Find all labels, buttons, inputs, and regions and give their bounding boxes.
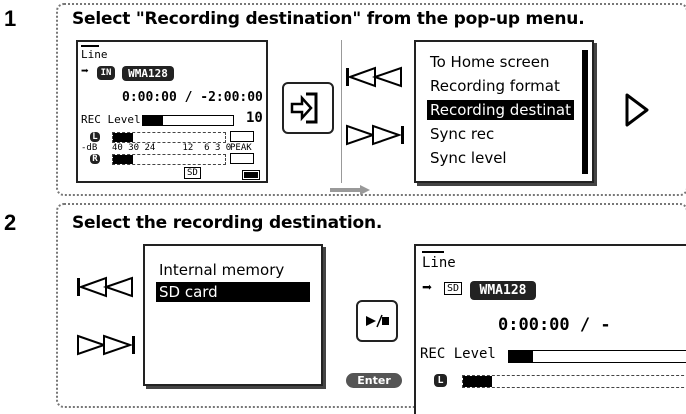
step-2-number: 2 bbox=[4, 210, 17, 235]
enter-label-badge: Enter bbox=[346, 373, 402, 388]
time-display: 0:00:00 / - bbox=[498, 315, 611, 335]
skip-back-icon bbox=[345, 66, 405, 92]
rec-level-bar bbox=[508, 350, 686, 363]
time-display: 0:00:00 / -2:00:00 bbox=[122, 90, 263, 105]
step-1-frame bbox=[56, 3, 686, 196]
menu-item-sync-level[interactable]: Sync level bbox=[430, 149, 507, 167]
menu-scrollbar[interactable] bbox=[582, 50, 588, 174]
peak-box-bottom bbox=[230, 153, 254, 164]
menu-item-sd-card[interactable]: SD card bbox=[156, 282, 310, 302]
input-label: Line bbox=[422, 255, 456, 271]
device-screen-1: Line ➡ IN WMA128 0:00:00 / -2:00:00 REC … bbox=[76, 40, 268, 183]
popup-menu-button-icon bbox=[282, 82, 334, 134]
rec-level-label: REC Level bbox=[81, 113, 141, 126]
format-badge: WMA128 bbox=[470, 281, 536, 300]
menu-item-sync-rec[interactable]: Sync rec bbox=[430, 125, 495, 143]
peak-box-top bbox=[230, 131, 254, 142]
device-screen-2: Line ➡ SD WMA128 0:00:00 / - REC Level L bbox=[414, 244, 686, 414]
source-badge: SD bbox=[444, 282, 463, 295]
line-input-icon bbox=[81, 45, 99, 51]
step-1-heading: Select "Recording destination" from the … bbox=[72, 9, 585, 29]
channel-r-badge: R bbox=[90, 154, 100, 164]
meter-scale: 40 30 24 12 6 3 0 bbox=[112, 143, 232, 153]
popup-menu: To Home screen Recording format Recordin… bbox=[414, 40, 594, 183]
divider-line bbox=[341, 40, 342, 183]
rec-level-value: 10 bbox=[246, 110, 263, 126]
play-stop-button-icon bbox=[356, 300, 398, 342]
media-badge: SD bbox=[184, 167, 201, 179]
level-meter-r bbox=[112, 154, 226, 165]
source-badge: IN bbox=[97, 66, 115, 80]
menu-item-recording-format[interactable]: Recording format bbox=[430, 77, 560, 95]
step-1-number: 1 bbox=[4, 6, 17, 31]
right-arrow-indicator-icon bbox=[330, 180, 370, 195]
step-2-heading: Select the recording destination. bbox=[72, 213, 383, 233]
skip-back-icon bbox=[76, 276, 136, 302]
format-badge: WMA128 bbox=[122, 66, 174, 81]
menu-item-internal-memory[interactable]: Internal memory bbox=[159, 261, 285, 279]
menu-item-recording-destination[interactable]: Recording destinat bbox=[427, 100, 574, 120]
menu-item-to-home-screen[interactable]: To Home screen bbox=[430, 53, 550, 71]
rec-level-bar bbox=[142, 115, 234, 126]
skip-forward-icon bbox=[345, 124, 405, 150]
meter-db-label: -dB bbox=[81, 143, 98, 153]
peak-label: PEAK bbox=[230, 143, 252, 153]
level-meter-l bbox=[462, 375, 686, 388]
arrow-right-icon: ➡ bbox=[422, 278, 433, 298]
next-step-arrow-icon bbox=[624, 92, 650, 132]
channel-l-badge: L bbox=[90, 132, 100, 142]
level-meter-l bbox=[112, 132, 226, 143]
arrow-right-icon: ➡ bbox=[81, 64, 89, 79]
battery-icon bbox=[242, 170, 260, 180]
rec-level-label: REC Level bbox=[420, 346, 496, 362]
line-input-icon bbox=[422, 251, 444, 257]
destination-menu: Internal memory SD card bbox=[143, 244, 323, 386]
skip-forward-icon bbox=[76, 334, 136, 360]
input-label: Line bbox=[81, 48, 108, 61]
channel-l-badge: L bbox=[434, 374, 447, 387]
